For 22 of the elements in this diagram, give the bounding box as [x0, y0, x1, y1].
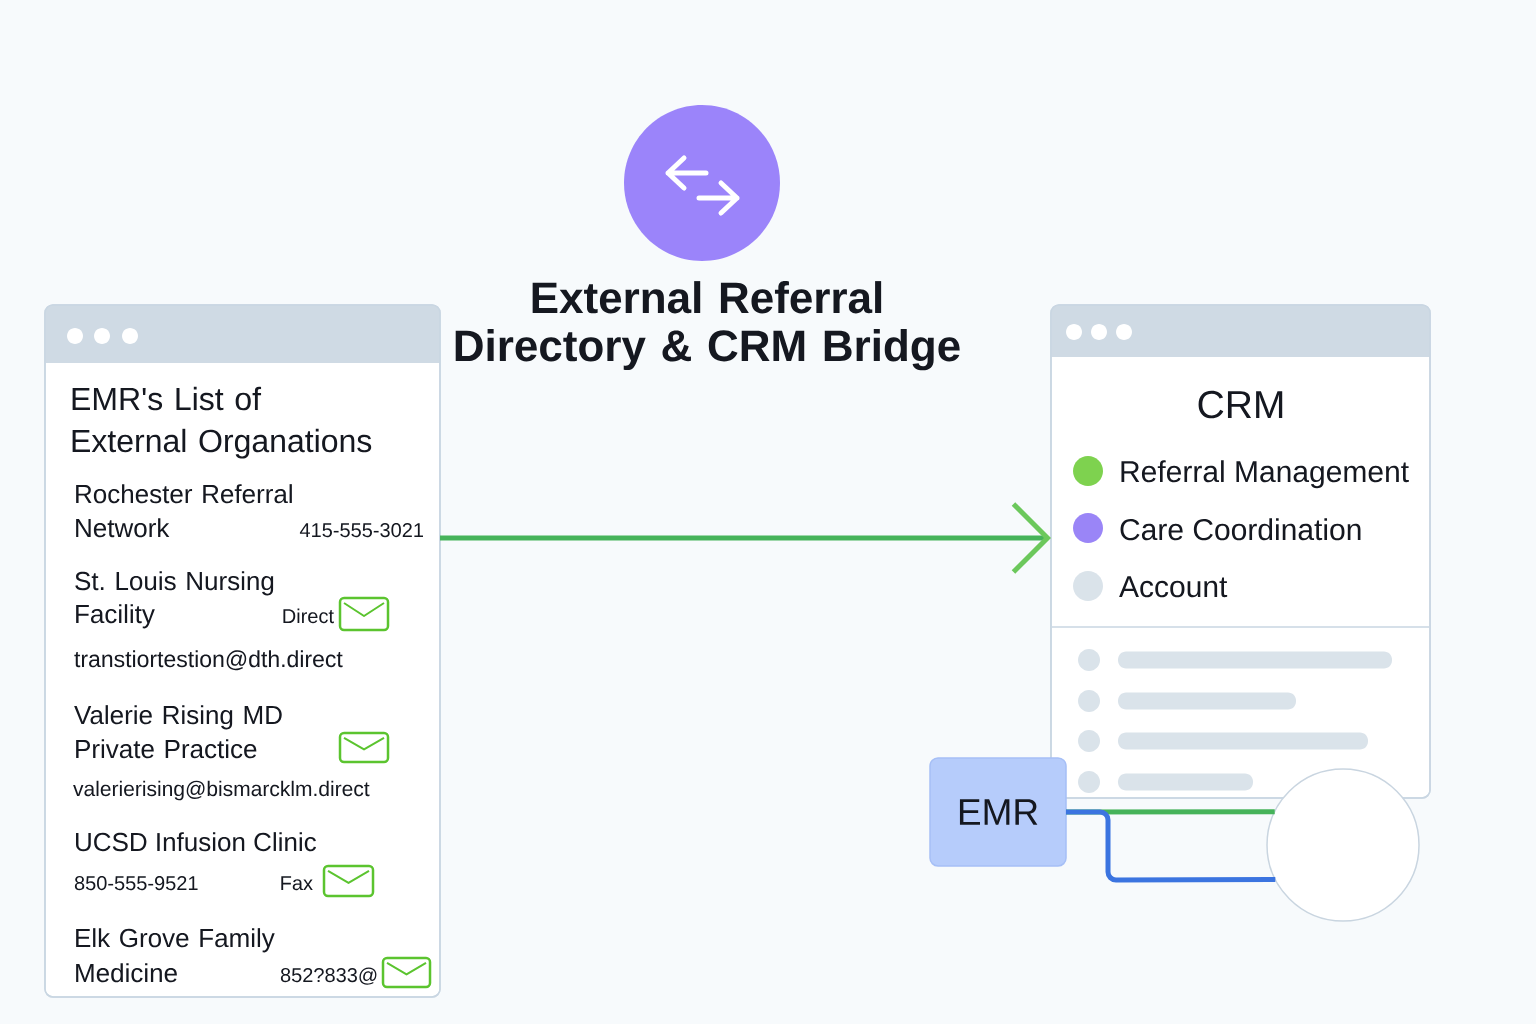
org-name: Valerie Rising MD Private Practice — [74, 705, 282, 759]
contact-type: Fax — [281, 876, 313, 891]
email-address: transtiortestion@dth.direct — [74, 650, 343, 671]
title: External Referral Directory & CRM Bridge — [455, 281, 960, 371]
connector-line — [1066, 809, 1276, 883]
org-name: Rochester Referral Network — [76, 484, 292, 538]
empty-circle — [1266, 768, 1420, 922]
org-name: St. Louis Nursing Facility — [75, 571, 274, 629]
arrow — [440, 502, 1051, 574]
list-item: Referral Management — [1121, 460, 1409, 489]
org-name: UCSD Infusion Clinic — [76, 832, 316, 852]
contact-type: Direct — [283, 608, 334, 624]
contact-text: 852?833@ — [280, 967, 377, 985]
panel-heading: EMR's List of External Organations — [72, 386, 372, 459]
list-item: Account — [1119, 576, 1228, 598]
phone-number: 850-555-9521 — [74, 876, 198, 891]
panel-heading: CRM — [1198, 390, 1283, 419]
list-item: Care Coordination — [1120, 518, 1361, 541]
email-address: valerierising@bismarcklm.direct — [73, 780, 370, 801]
org-name: Elk Grove Family Medicine — [76, 928, 275, 983]
phone-number: 415-555-3021 — [299, 523, 423, 538]
system-box: EMR — [929, 757, 1067, 867]
